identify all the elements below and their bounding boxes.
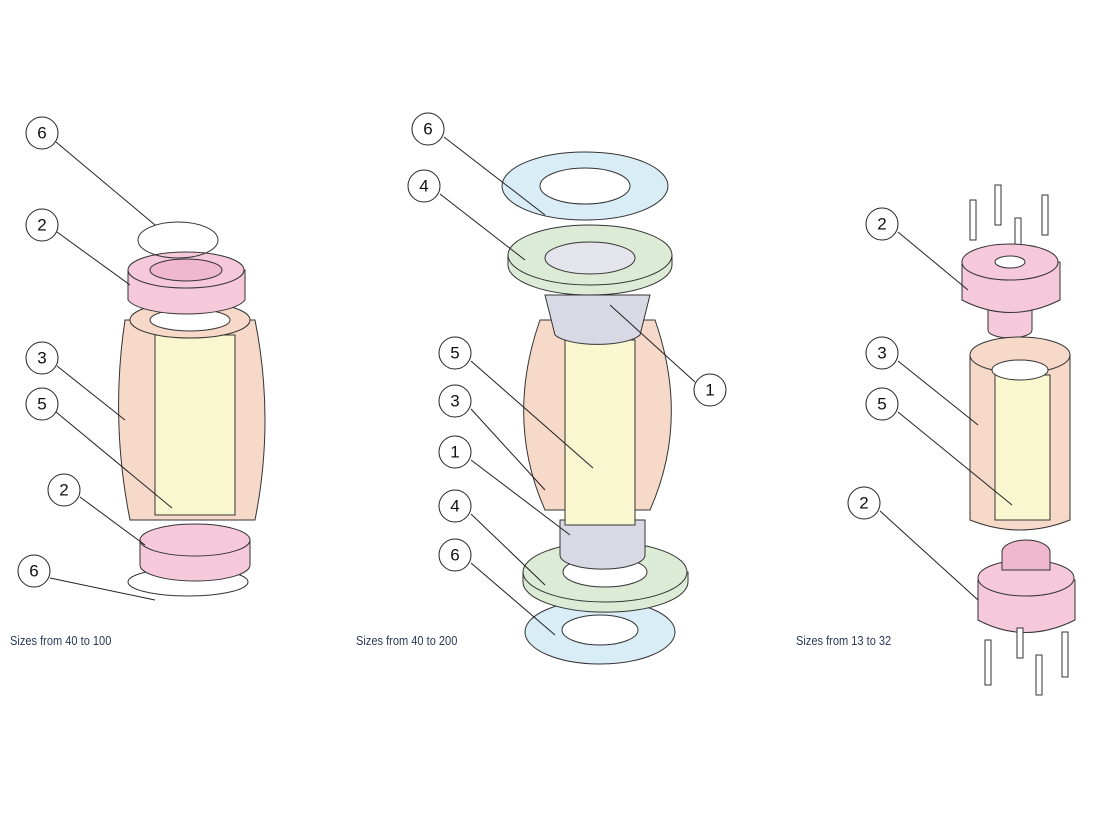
callout: 1 (693, 373, 727, 407)
callout: 6 (25, 116, 59, 150)
left-assembly (118, 221, 266, 597)
svg-text:2: 2 (37, 216, 46, 235)
callout: 2 (865, 207, 899, 241)
svg-text:6: 6 (29, 562, 38, 581)
svg-text:5: 5 (877, 395, 886, 414)
right-assembly (961, 184, 1076, 696)
svg-text:3: 3 (37, 349, 46, 368)
callout: 4 (438, 489, 472, 523)
leader-lines (49, 136, 1013, 636)
right-liner (994, 374, 1051, 521)
callout: 4 (407, 169, 441, 203)
svg-text:2: 2 (59, 481, 68, 500)
svg-text:2: 2 (877, 215, 886, 234)
svg-text:1: 1 (450, 443, 459, 462)
svg-text:6: 6 (37, 124, 46, 143)
svg-text:3: 3 (877, 344, 886, 363)
svg-text:5: 5 (450, 344, 459, 363)
svg-text:4: 4 (419, 177, 428, 196)
callout: 3 (865, 336, 899, 370)
svg-text:4: 4 (450, 497, 459, 516)
callout: 6 (17, 554, 51, 588)
svg-text:2: 2 (859, 494, 868, 513)
svg-text:6: 6 (423, 120, 432, 139)
svg-text:6: 6 (450, 546, 459, 565)
middle-bottom-sleeve (559, 519, 646, 570)
callout: 6 (411, 112, 445, 146)
callout: 2 (25, 208, 59, 242)
callout: 5 (865, 387, 899, 421)
callout: 5 (438, 336, 472, 370)
middle-assembly (501, 151, 689, 665)
svg-text:1: 1 (705, 381, 714, 400)
callout: 3 (25, 341, 59, 375)
callout: 5 (25, 387, 59, 421)
caption-right: Sizes from 13 to 32 (796, 633, 892, 648)
middle-top-sleeve (544, 294, 651, 345)
callout: 3 (438, 384, 472, 418)
callout: 1 (438, 435, 472, 469)
left-liner (154, 334, 236, 516)
callout: 6 (438, 538, 472, 572)
svg-text:3: 3 (450, 392, 459, 411)
caption-middle: Sizes from 40 to 200 (356, 633, 458, 648)
middle-liner (564, 339, 636, 526)
left-top-seal (137, 221, 219, 259)
callout: 2 (847, 486, 881, 520)
svg-text:5: 5 (37, 395, 46, 414)
callout: 2 (47, 473, 81, 507)
caption-left: Sizes from 40 to 100 (10, 633, 112, 648)
